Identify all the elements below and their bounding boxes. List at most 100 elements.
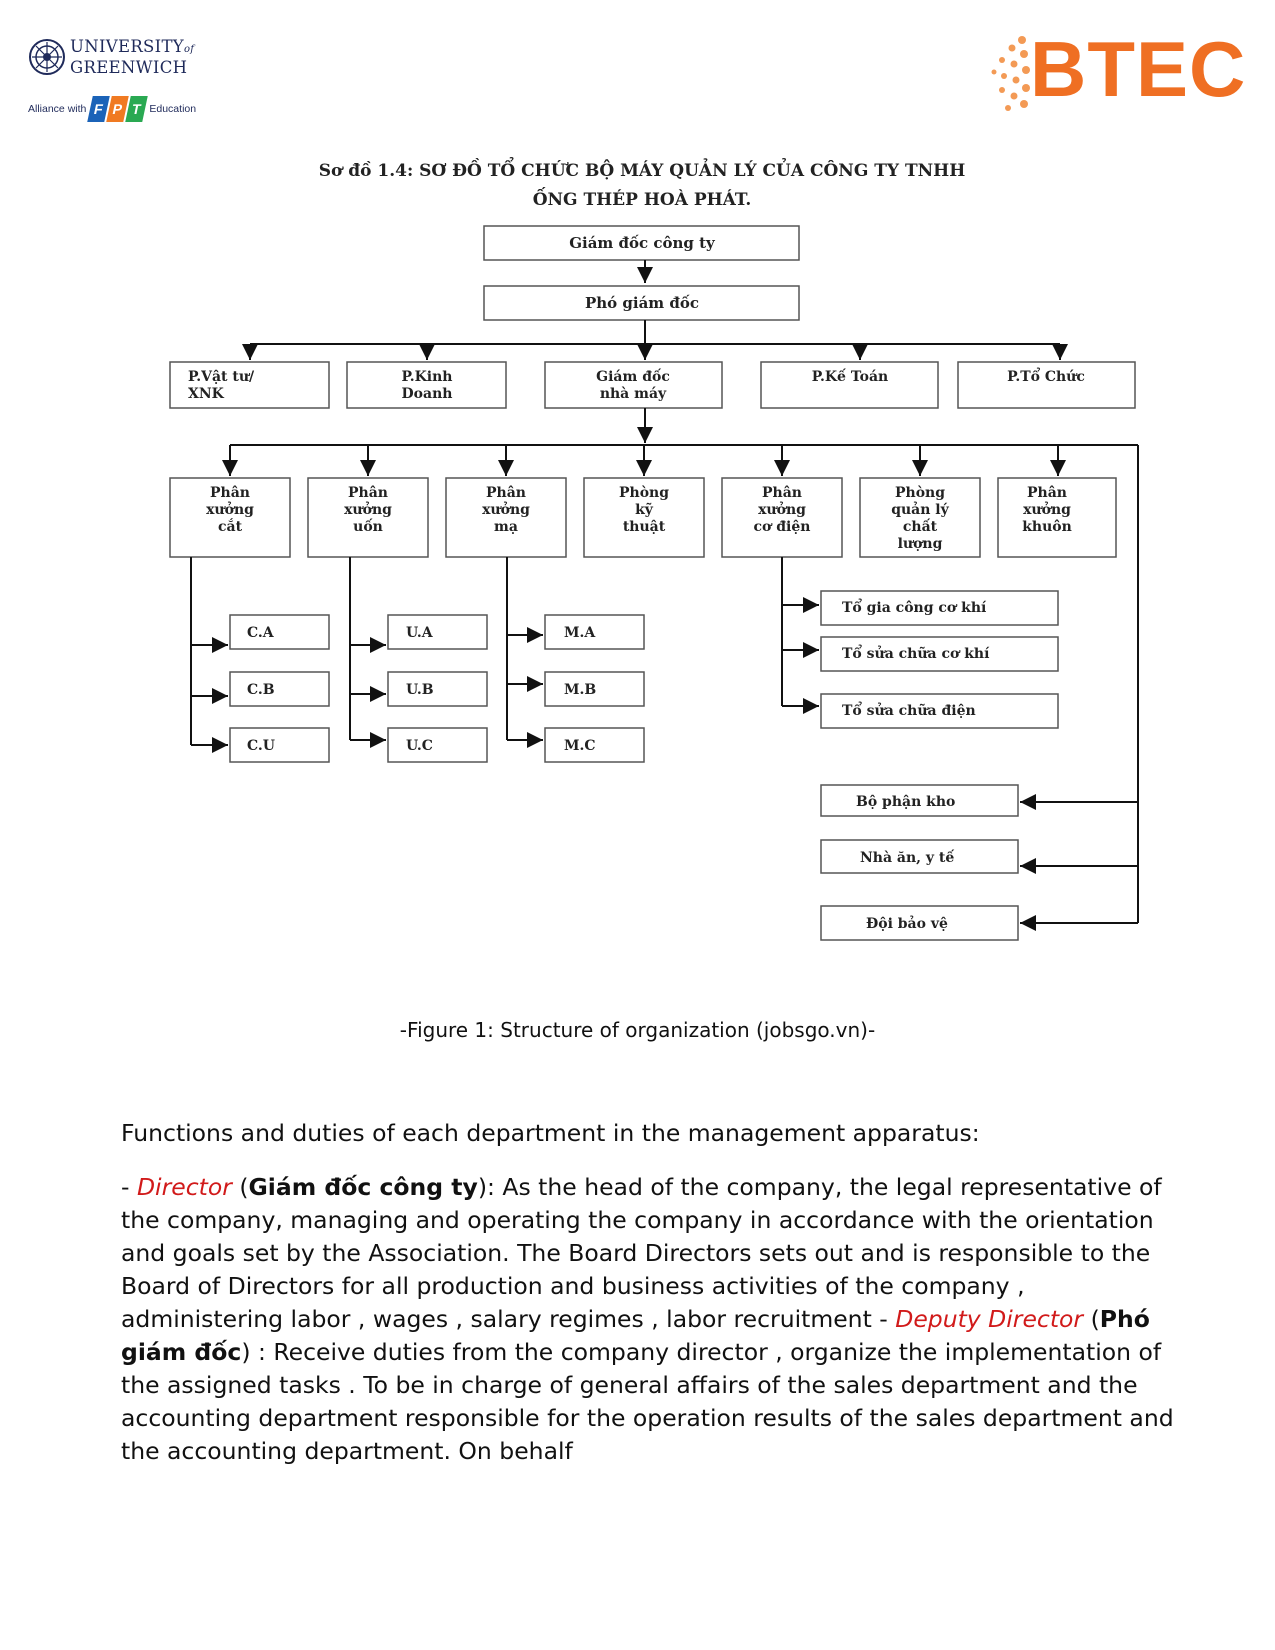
label-dept-4: P.Kế Toán: [812, 367, 888, 385]
label-dept-5: P.Tổ Chức: [1007, 367, 1085, 385]
label-dept-1b: XNK: [188, 386, 225, 402]
label-director: Giám đốc công ty: [569, 234, 716, 252]
box-director: [483, 225, 800, 261]
university-line2: GREENWICH: [70, 58, 188, 77]
label-cu: C.U: [247, 738, 275, 754]
box-ws-3: [445, 477, 567, 558]
label-ws-1a: Phân: [210, 485, 250, 501]
box-uc: [387, 727, 488, 763]
box-ws-5: [721, 477, 843, 558]
label-support-1: Bộ phận kho: [856, 794, 955, 810]
figure-caption: -Figure 1: Structure of organization (jo…: [399, 1018, 876, 1042]
deputy-description: ) : Receive duties from the company dire…: [121, 1338, 1174, 1465]
label-dept-3a: Giám đốc: [596, 367, 670, 385]
box-ma: [544, 614, 645, 650]
label-ws-3a: Phân: [486, 485, 526, 501]
box-ws-6: [859, 477, 981, 558]
label-ca: C.A: [247, 625, 275, 641]
box-mc: [544, 727, 645, 763]
label-ws-7c: khuôn: [1022, 519, 1072, 535]
label-support-3: Đội bảo vệ: [866, 915, 948, 932]
label-ws-7b: xưởng: [1023, 501, 1071, 518]
label-team-3: Tổ sửa chữa điện: [842, 701, 976, 719]
box-cb: [229, 671, 330, 707]
box-ua: [387, 614, 488, 650]
label-mc: M.C: [564, 738, 596, 754]
vn-director: Giám đốc công ty: [248, 1173, 478, 1201]
chart-title-line2: ỐNG THÉP HOÀ PHÁT.: [533, 187, 752, 210]
university-of: of: [183, 44, 195, 55]
box-deputy: [483, 285, 800, 321]
label-ws-7a: Phân: [1027, 485, 1067, 501]
box-ca: [229, 614, 330, 650]
label-ws-5b: xưởng: [758, 501, 806, 518]
label-ws-3b: xưởng: [482, 501, 530, 518]
alliance-suffix: Education: [149, 103, 197, 115]
org-chart: Sơ đồ 1.4: SƠ ĐỒ TỔ CHỨC BỘ MÁY QUẢN LÝ …: [169, 156, 1139, 941]
director-paragraph: - Director (Giám đốc công ty): As the he…: [121, 1171, 1181, 1468]
box-ws-7: [997, 477, 1117, 558]
director-description: ): As the head of the company, the legal…: [121, 1173, 1162, 1333]
chart-title-line1: Sơ đồ 1.4: SƠ ĐỒ TỔ CHỨC BỘ MÁY QUẢN LÝ …: [319, 156, 966, 181]
box-mb: [544, 671, 645, 707]
box-dept-3: [544, 361, 723, 409]
label-cb: C.B: [247, 682, 275, 698]
label-deputy: Phó giám đốc: [585, 294, 699, 312]
university-name: UNIVERSITYof GREENWICH: [70, 38, 194, 77]
label-ws-5c: cơ điện: [754, 519, 811, 535]
box-dept-5: [957, 361, 1136, 409]
label-ws-4b: kỹ: [635, 501, 654, 518]
term-director: Director: [136, 1173, 232, 1201]
label-uc: U.C: [406, 738, 433, 754]
label-ua: U.A: [406, 625, 434, 641]
label-ws-2b: xưởng: [344, 501, 392, 518]
label-ws-6b: quản lý: [891, 501, 949, 518]
label-ws-6a: Phòng: [895, 485, 945, 501]
label-ws-5a: Phân: [762, 485, 802, 501]
vn-deputy: Phó giám đốc: [121, 1305, 1150, 1366]
box-support-1: [820, 784, 1019, 817]
label-ws-1b: xưởng: [206, 501, 254, 518]
alliance-prefix: Alliance with: [28, 103, 87, 115]
box-dept-2: [346, 361, 507, 409]
btec-logo: BTEC: [990, 25, 1245, 116]
label-ma: M.A: [564, 625, 596, 641]
label-ws-2c: uốn: [353, 517, 383, 535]
paren-open: (: [231, 1173, 249, 1201]
label-ws-1c: cắt: [218, 517, 243, 535]
label-dept-1a: P.Vật tư/: [188, 369, 255, 385]
term-deputy-director: Deputy Director: [895, 1305, 1084, 1333]
paren-open-deputy: (: [1083, 1305, 1100, 1333]
box-team-2: [820, 636, 1059, 672]
alliance-line: Alliance with F P T Education: [28, 96, 196, 122]
box-cu: [229, 727, 330, 763]
box-team-3: [820, 693, 1059, 729]
label-ws-4c: thuật: [623, 519, 666, 535]
btec-dots-icon: [991, 36, 1030, 111]
box-dept-4: [760, 361, 939, 409]
label-ws-2a: Phân: [348, 485, 388, 501]
label-dept-2a: P.Kinh: [402, 369, 453, 385]
box-ws-1: [169, 477, 291, 558]
university-of-greenwich-logo: UNIVERSITYof GREENWICH Alliance with F P…: [28, 36, 208, 126]
box-ub: [387, 671, 488, 707]
dash: -: [121, 1173, 137, 1201]
label-ws-6c: chất: [903, 517, 938, 535]
label-support-2: Nhà ăn, y tế: [860, 848, 954, 866]
university-line1: UNIVERSITY: [70, 37, 184, 56]
label-ws-6d: lượng: [898, 536, 943, 552]
label-ws-4a: Phòng: [619, 485, 669, 501]
label-dept-2b: Doanh: [402, 386, 453, 402]
box-ws-2: [307, 477, 429, 558]
label-ub: U.B: [406, 682, 434, 698]
greenwich-crest-icon: [29, 39, 65, 75]
label-dept-3b: nhà máy: [600, 386, 667, 402]
intro-paragraph: Functions and duties of each department …: [121, 1119, 980, 1147]
label-team-1: Tổ gia công cơ khí: [842, 598, 987, 616]
box-ws-4: [583, 477, 705, 558]
box-support-3: [820, 905, 1019, 941]
label-ws-3c: mạ: [494, 519, 518, 535]
box-team-1: [820, 590, 1059, 626]
box-dept-1: [169, 361, 330, 409]
label-team-2: Tổ sửa chữa cơ khí: [842, 644, 990, 662]
